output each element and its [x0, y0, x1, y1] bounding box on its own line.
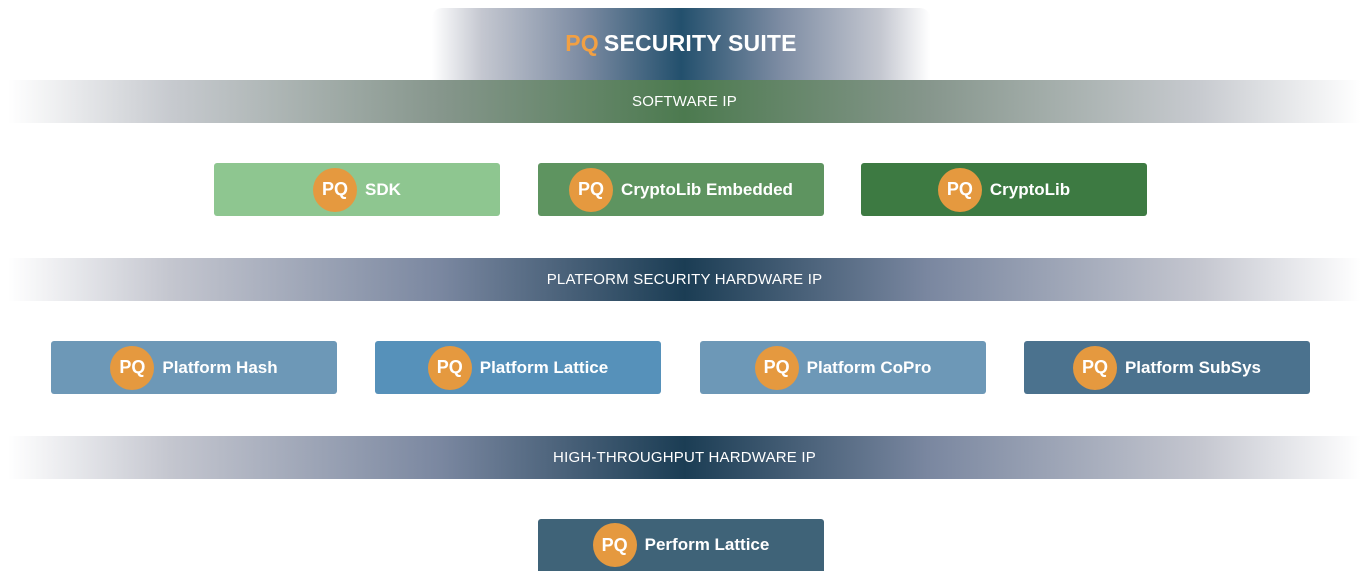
product-label: Platform SubSys: [1124, 357, 1262, 377]
section-band-throughput: HIGH-THROUGHPUT HARDWARE IP: [8, 436, 1361, 479]
product-label: SDK: [365, 179, 401, 199]
product-label: Platform Lattice: [479, 357, 609, 377]
pq-badge-icon: PQ: [754, 345, 799, 390]
product-card-platform-lattice[interactable]: PQ Platform Lattice: [375, 341, 661, 394]
product-label: CryptoLib Embedded: [621, 179, 793, 199]
product-label: CryptoLib: [989, 179, 1071, 199]
pq-badge-icon: PQ: [110, 345, 155, 390]
product-label: Perform Lattice: [644, 535, 770, 554]
product-card-cryptolib[interactable]: PQ CryptoLib: [861, 163, 1147, 216]
product-card-cryptolib-embedded[interactable]: PQ CryptoLib Embedded: [538, 163, 824, 216]
product-card-platform-hash[interactable]: PQ Platform Hash: [51, 341, 337, 394]
pq-badge-icon: PQ: [1072, 345, 1117, 390]
product-label: Platform CoPro: [806, 357, 932, 377]
section-band-platform: PLATFORM SECURITY HARDWARE IP: [8, 258, 1361, 301]
product-card-platform-copro[interactable]: PQ Platform CoPro: [700, 341, 986, 394]
title-label: SECURITY SUITE: [603, 29, 797, 56]
section-band-software: SOFTWARE IP: [8, 80, 1361, 123]
pq-badge-icon: PQ: [313, 167, 358, 212]
product-label: Platform Hash: [162, 357, 278, 377]
section-label-throughput: HIGH-THROUGHPUT HARDWARE IP: [553, 449, 816, 466]
brand-pq-mark: PQ: [565, 29, 599, 56]
pq-badge-icon: PQ: [427, 345, 472, 390]
product-card-platform-subsys[interactable]: PQ Platform SubSys: [1024, 341, 1310, 394]
section-label-platform: PLATFORM SECURITY HARDWARE IP: [546, 271, 823, 288]
pq-badge-icon: PQ: [592, 523, 637, 567]
pq-badge-icon: PQ: [569, 167, 614, 212]
section-label-software: SOFTWARE IP: [632, 93, 737, 110]
product-card-sdk[interactable]: PQ SDK: [214, 163, 500, 216]
product-card-perform-lattice[interactable]: PQ Perform Lattice: [538, 519, 824, 571]
pq-badge-icon: PQ: [937, 167, 982, 212]
